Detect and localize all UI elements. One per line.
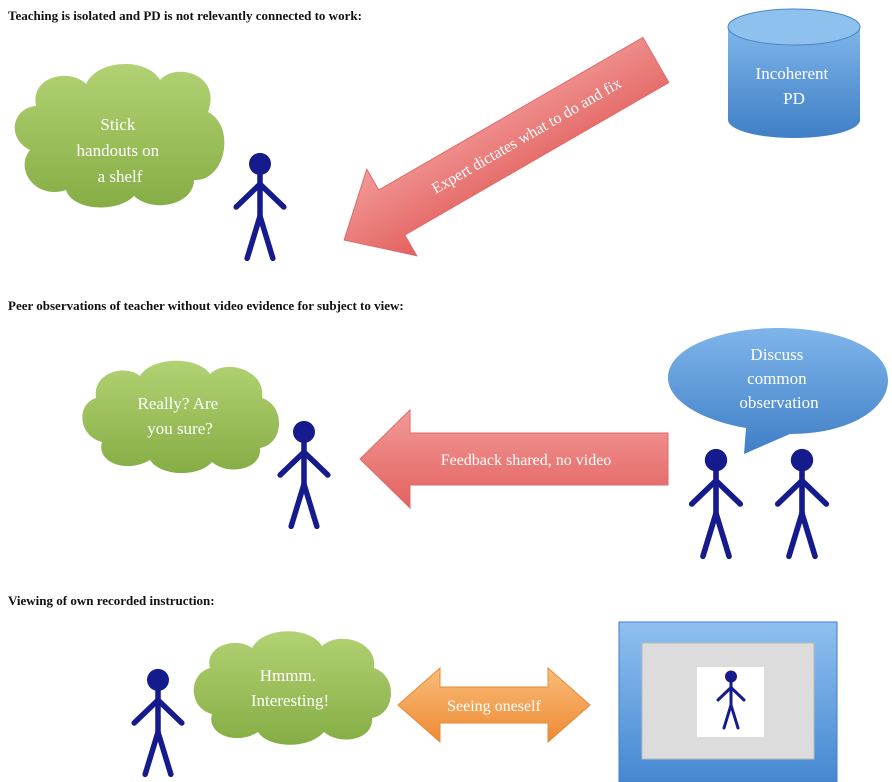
- stick-figure-peer-2: [778, 449, 827, 556]
- cloud-1-line-1: Stick: [100, 115, 135, 134]
- cloud-3-line-2: Interesting!: [251, 691, 329, 710]
- cloud-3-line-1: Hmmm.: [260, 666, 316, 685]
- arrow-1-label: Expert dictates what to do and fix: [429, 75, 625, 198]
- svg-text:Hmmm. Interesting!: Hmmm. Interesting!: [251, 666, 329, 710]
- incoherent-pd-cylinder: Incoherent PD: [727, 8, 861, 138]
- speech-bubble-discuss: Discuss common observation: [668, 328, 888, 454]
- cylinder-line-1: Incoherent: [756, 64, 829, 83]
- section-3-heading: Viewing of own recorded instruction:: [8, 593, 215, 608]
- svg-text:Stick handouts on: Stick handouts on a shelf: [77, 115, 164, 186]
- section-2-heading: Peer observations of teacher without vid…: [8, 298, 404, 313]
- cloud-2-line-2: you sure?: [147, 419, 213, 438]
- stick-figure-teacher-1: [236, 153, 284, 258]
- svg-text:Incoherent PD: Incoherent PD: [756, 64, 833, 108]
- thought-cloud-2: Really? Are you sure?: [82, 360, 280, 474]
- arrow-2-label: Feedback shared, no video: [441, 452, 612, 469]
- cylinder-line-2: PD: [783, 89, 805, 108]
- thought-cloud-3: Hmmm. Interesting!: [193, 631, 392, 745]
- stick-figure-peer-1: [692, 449, 741, 556]
- bubble-line-2: common: [747, 369, 807, 388]
- cloud-1-line-3: a shelf: [98, 167, 143, 186]
- svg-text:Discuss common obs: Discuss common observation: [739, 345, 819, 412]
- thought-cloud-1: Stick handouts on a shelf: [14, 63, 225, 208]
- cloud-1-line-2: handouts on: [77, 141, 160, 160]
- double-arrow-seeing-oneself: Seeing oneself: [397, 666, 591, 744]
- svg-text:Really? Are you sure?: Really? Are you sure?: [138, 394, 223, 438]
- section-1-heading: Teaching is isolated and PD is not relev…: [8, 8, 362, 23]
- video-screen: [618, 621, 838, 782]
- arrow-feedback-shared: Feedback shared, no video: [359, 408, 669, 510]
- cloud-2-line-1: Really? Are: [138, 394, 219, 413]
- stick-figure-teacher-2: [280, 421, 328, 526]
- arrow-3-label: Seeing oneself: [447, 698, 541, 715]
- stick-figure-teacher-3: [134, 669, 182, 774]
- arrow-expert-dictates: Expert dictates what to do and fix: [343, 36, 670, 257]
- bubble-line-3: observation: [739, 393, 819, 412]
- bubble-line-1: Discuss: [750, 345, 803, 364]
